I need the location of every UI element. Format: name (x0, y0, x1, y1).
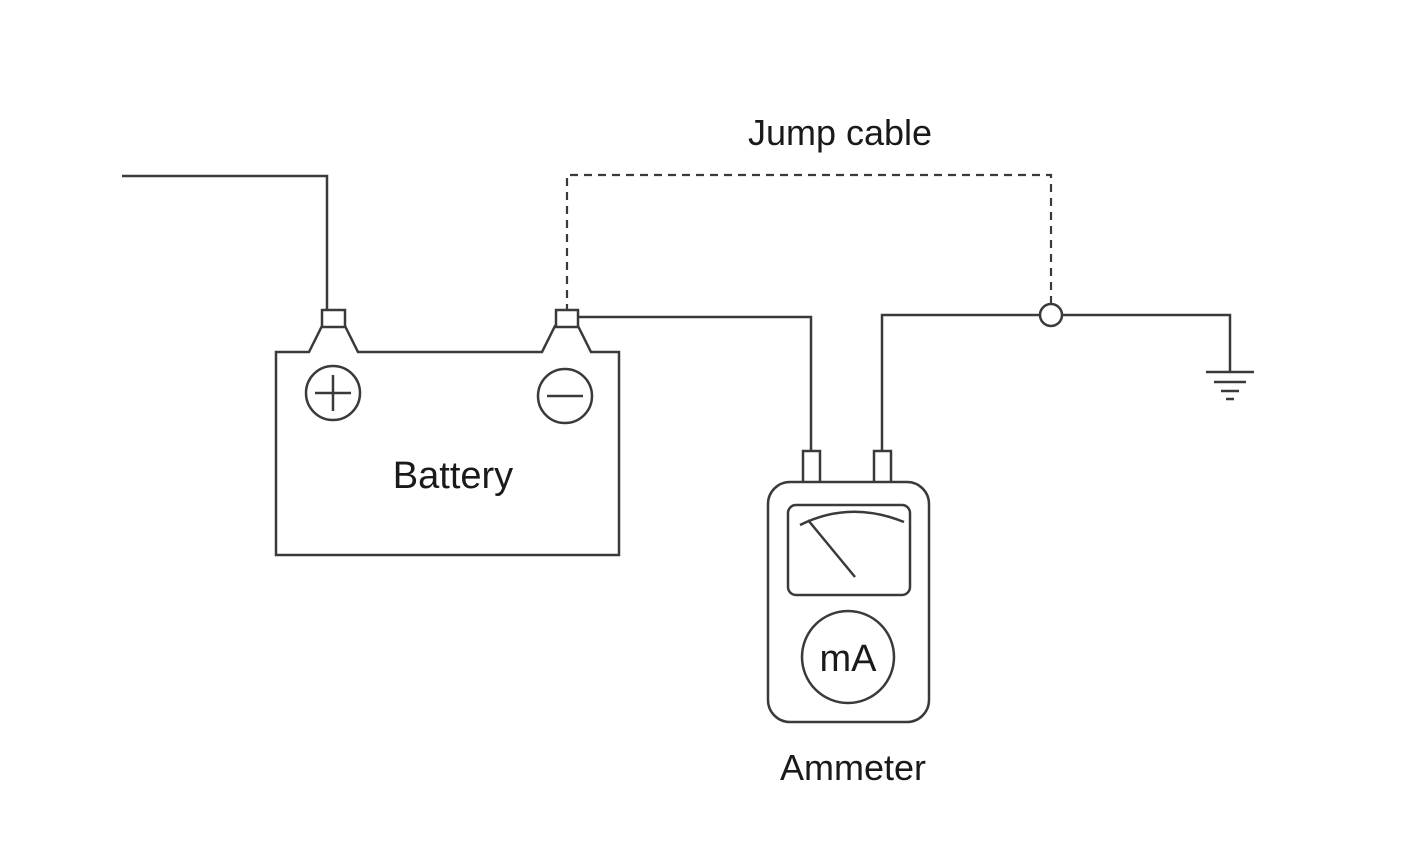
ammeter-needle-icon (807, 519, 856, 578)
jump-cable-wire (565, 173, 1053, 312)
plus-icon (304, 364, 362, 422)
ammeter-gauge-scale (799, 510, 905, 527)
minus-icon (536, 367, 594, 425)
negative-to-ammeter-wire (578, 315, 813, 452)
ammeter-label: Ammeter (780, 747, 926, 788)
battery: Battery (274, 308, 621, 557)
ammeter-gauge-window (786, 503, 912, 597)
ammeter-unit-dial (800, 609, 896, 705)
battery-body (274, 324, 621, 557)
positive-terminal-post (320, 308, 347, 329)
jump-cable-label: Jump cable (748, 112, 932, 153)
ammeter-to-ground-wire (880, 313, 1041, 452)
ground-lead-wire (1062, 313, 1232, 371)
ammeter-left-probe (801, 449, 822, 485)
battery-label: Battery (393, 455, 513, 497)
ammeter-unit-label: mA (820, 638, 878, 680)
ammeter-right-probe (872, 449, 893, 485)
ground-icon (1206, 370, 1254, 401)
negative-terminal-post (554, 308, 580, 329)
ammeter: mA (766, 449, 931, 724)
positive-lead-wire (122, 174, 329, 310)
junction-node (1038, 302, 1064, 328)
